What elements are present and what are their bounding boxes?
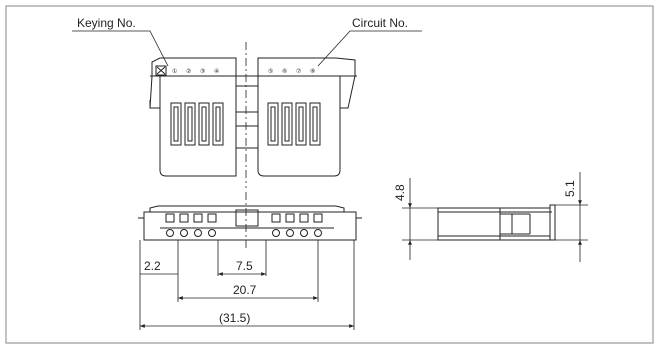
circuit-label: Circuit No. <box>352 16 408 30</box>
dim-overall-width: (31.5) <box>219 311 250 325</box>
border <box>5 5 654 344</box>
circuit-marks: ⑤ ⑥ ⑦ ⑧ <box>268 68 315 75</box>
side-dimension-lines <box>402 172 588 262</box>
keying-mark: ④ <box>214 68 219 75</box>
keying-mark: ② <box>186 68 191 75</box>
circuit-mark: ⑤ <box>268 68 273 75</box>
dimension-lines <box>139 240 355 330</box>
keying-label: Keying No. <box>77 16 136 30</box>
dim-pitch-start: 2.2 <box>144 259 161 273</box>
keying-mark: ① <box>172 68 177 75</box>
circuit-mark: ⑧ <box>310 68 315 75</box>
dim-pin-span: 20.7 <box>233 283 257 297</box>
side-view <box>437 204 556 241</box>
circuit-mark: ⑥ <box>282 68 287 75</box>
dim-side-right: 5.1 <box>563 180 577 197</box>
dim-side-left: 4.8 <box>393 184 407 201</box>
dim-pitch-span: 7.5 <box>236 259 253 273</box>
callout-leaders <box>72 30 422 67</box>
keying-mark: ③ <box>200 68 205 75</box>
keying-marks: ① ② ③ ④ <box>172 68 219 75</box>
front-view <box>138 192 362 250</box>
circuit-mark: ⑦ <box>296 68 301 75</box>
top-view <box>149 42 357 188</box>
